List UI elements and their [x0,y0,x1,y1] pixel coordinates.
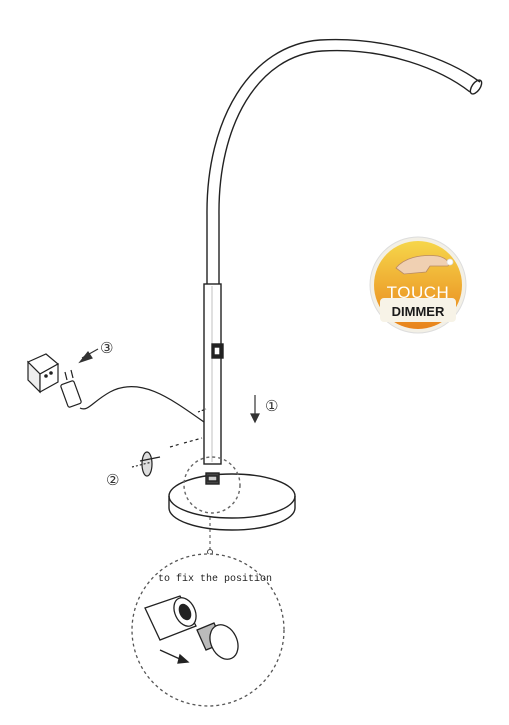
step-1-marker: ① [265,397,279,415]
badge-dimmer-label: DIMMER [391,304,445,319]
step-3-marker: ③ [100,339,114,357]
badge-touch-label: TOUCH [386,283,450,302]
step-2-marker: ② [106,471,120,489]
fixing-screw [139,437,203,477]
lamp-pole [203,283,224,465]
lamp-base [168,456,296,531]
touch-finger-icon [395,255,454,275]
lamp-arm [206,38,483,285]
detail-view [131,553,285,707]
wall-socket [26,353,60,394]
touch-dimmer-badge [369,236,467,334]
step-arrows [78,348,260,468]
power-cable [60,369,207,423]
detail-caption: to fix the position [158,574,273,585]
